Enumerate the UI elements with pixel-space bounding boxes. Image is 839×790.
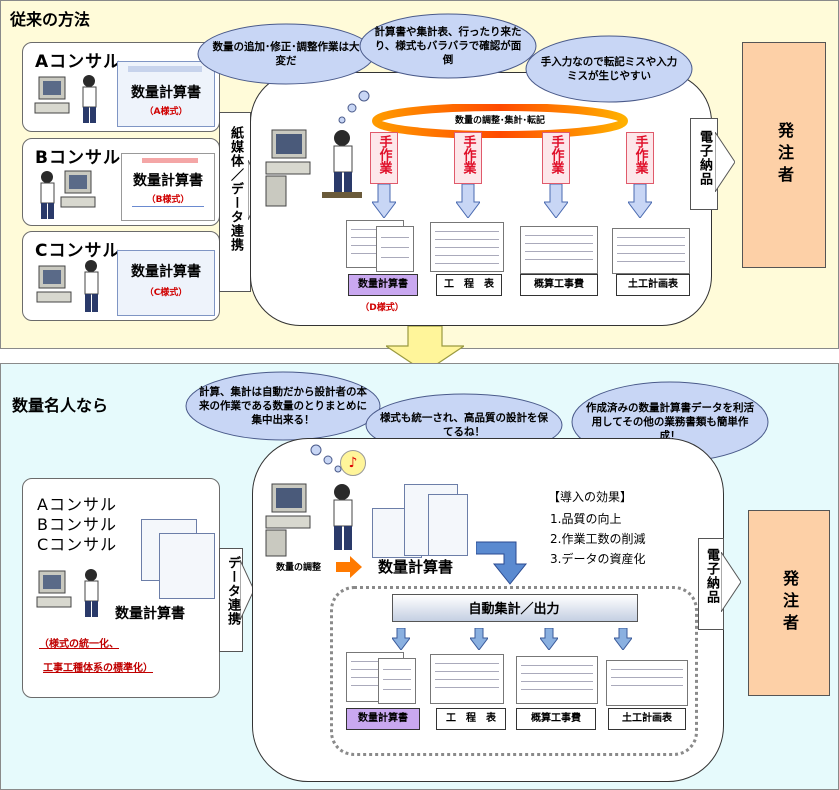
- sheet-c-title: 数量計算書: [131, 264, 201, 280]
- down-arrow-icon: [392, 628, 410, 650]
- cloud-text: 手入力なので転記ミスや入力ミスが生じやすい: [540, 55, 678, 82]
- consultants-unified-box: Aコンサル Bコンサル Cコンサル 数量計算書 （様式の統一化、 工事工種体系の…: [22, 478, 220, 698]
- right-arrow-icon: [336, 556, 362, 578]
- effects-heading: 【導入の効果】: [548, 490, 633, 504]
- thought-cloud: 計算、集計は自動だから設計者の本来の作業である数量のとりまとめに集中出来る！: [184, 370, 382, 442]
- bent-arrow-icon: [476, 541, 528, 585]
- doc-label-estimate: 概算工事費: [516, 708, 596, 730]
- sheet-c: 数量計算書 （C様式）: [117, 250, 215, 316]
- document-thumb: [430, 222, 504, 272]
- down-arrow-icon: [456, 184, 480, 218]
- manual-work-badge: 手作業: [542, 132, 570, 184]
- document-thumb: [516, 656, 598, 704]
- thought-cloud: 手入力なので転記ミスや入力ミスが生じやすい: [524, 34, 694, 104]
- orderer-box: 発注者: [742, 42, 826, 268]
- effect-item: 1.品質の向上: [550, 512, 622, 526]
- down-arrow-icon: [544, 184, 568, 218]
- down-arrow-icon: [540, 628, 558, 650]
- consultant-c-name: Cコンサル: [37, 535, 118, 554]
- sheet-b-title: 数量計算書: [133, 173, 203, 189]
- document-thumb: [378, 658, 416, 704]
- doc-label-schedule: 工 程 表: [436, 708, 506, 730]
- thought-cloud: 計算書や集計表、行ったり来たり、様式もバラバラで確認が面倒: [358, 12, 538, 80]
- document-thumb: [376, 226, 414, 272]
- cloud-text: 数量の追加･修正･調整作業は大変だ: [212, 40, 360, 67]
- sheet-b: 数量計算書 （B様式）: [121, 153, 215, 221]
- screen-window: [428, 494, 468, 556]
- cloud-text: 計算、集計は自動だから設計者の本来の作業である数量のとりまとめに集中出来る！: [199, 385, 367, 427]
- auto-total-label: 自動集計／出力: [468, 602, 560, 617]
- cycle-label: 数量の調整･集計･転記: [454, 116, 545, 126]
- designer-pc-icon: [265, 129, 362, 207]
- auto-total-bar: [392, 594, 638, 622]
- transition-arrow-icon: [386, 326, 464, 372]
- down-arrow-icon: [628, 184, 652, 218]
- cloud-text: 様式も統一され、高品質の設計を保てるね！: [379, 411, 549, 438]
- sheet-stack: [159, 533, 215, 599]
- document-thumb: [612, 228, 690, 274]
- standard-note-1: （様式の統一化、: [39, 639, 119, 650]
- worker-pc-icon: [36, 260, 99, 312]
- data-link-label: データ連携: [225, 556, 240, 626]
- manual-work-badge: 手作業: [454, 132, 482, 184]
- sheet-a-style: （A様式）: [144, 107, 188, 117]
- paper-link-box: [219, 112, 251, 292]
- thought-bubbles-icon: [338, 90, 370, 124]
- thought-cloud: 数量の追加･修正･調整作業は大変だ: [196, 22, 376, 86]
- meijin-title: 数量名人なら: [12, 396, 109, 415]
- consultant-b-name: Bコンサル: [37, 515, 117, 534]
- document-thumb: [430, 654, 504, 704]
- right-arrow-icon: [715, 132, 735, 192]
- delivery-label: 電子納品: [697, 130, 712, 186]
- center-sheet-title: 数量計算書: [378, 558, 454, 576]
- adjust-label: 数量の調整: [276, 563, 322, 573]
- down-arrow-icon: [372, 184, 396, 218]
- doc-label-quantity: 数量計算書: [346, 708, 420, 730]
- doc-label-quantity: 数量計算書: [348, 274, 418, 296]
- worker-pc-icon: [40, 170, 96, 219]
- delivery-label: 電子納品: [704, 548, 719, 604]
- consultant-c-name: Cコンサル: [35, 241, 121, 261]
- sheet-a: 数量計算書 （A様式）: [117, 61, 215, 127]
- document-thumb: [606, 660, 688, 706]
- sheet-a-title: 数量計算書: [131, 85, 201, 101]
- manual-work-badge: 手作業: [626, 132, 654, 184]
- consultant-a-name: Aコンサル: [37, 495, 117, 514]
- cycle-arrow-icon: [372, 104, 628, 138]
- cloud-text: 作成済みの数量計算書データを利活用してその他の業務書類も簡単作成！: [586, 401, 754, 443]
- manual-work-badge: 手作業: [370, 132, 398, 184]
- doc-label-estimate: 概算工事費: [520, 274, 598, 296]
- right-arrow-icon: [721, 552, 741, 612]
- right-arrow-icon: [240, 560, 254, 620]
- sheet-title: 数量計算書: [115, 606, 185, 622]
- traditional-title: 従来の方法: [10, 10, 91, 29]
- auto-output-area: [330, 586, 698, 756]
- document-thumb: [520, 226, 598, 274]
- worker-pc-icon: [36, 569, 99, 617]
- down-arrow-icon: [614, 628, 632, 650]
- consultant-c-box: Cコンサル 数量計算書 （C様式）: [22, 231, 220, 321]
- delivery-box: [690, 118, 718, 210]
- sheet-b-style: （B様式）: [146, 195, 190, 205]
- consultant-b-name: Bコンサル: [35, 148, 121, 168]
- doc-label-earthwork: 土工計画表: [616, 274, 690, 296]
- delivery-box: [698, 538, 724, 630]
- doc-style-d: （D様式）: [360, 303, 404, 313]
- consultant-b-box: Bコンサル 数量計算書 （B様式）: [22, 138, 220, 226]
- doc-label-schedule: 工 程 表: [436, 274, 502, 296]
- standard-note-2: 工事工種体系の標準化）: [43, 663, 153, 674]
- consultant-a-box: Aコンサル 数量計算書 （A様式）: [22, 42, 220, 132]
- consultant-a-name: Aコンサル: [35, 52, 122, 72]
- sheet-c-style: （C様式）: [144, 288, 188, 298]
- effect-item: 2.作業工数の削減: [550, 532, 646, 546]
- paper-link-label: 紙媒体／データ連携: [228, 126, 243, 252]
- effect-item: 3.データの資産化: [550, 552, 646, 566]
- orderer-box: 発注者: [748, 510, 830, 696]
- worker-pc-icon: [34, 75, 97, 123]
- cloud-text: 計算書や集計表、行ったり来たり、様式もバラバラで確認が面倒: [374, 25, 522, 67]
- doc-label-earthwork: 土工計画表: [608, 708, 686, 730]
- designer-pc-icon: [265, 483, 353, 557]
- music-note-icon: ♪: [340, 450, 366, 476]
- down-arrow-icon: [470, 628, 488, 650]
